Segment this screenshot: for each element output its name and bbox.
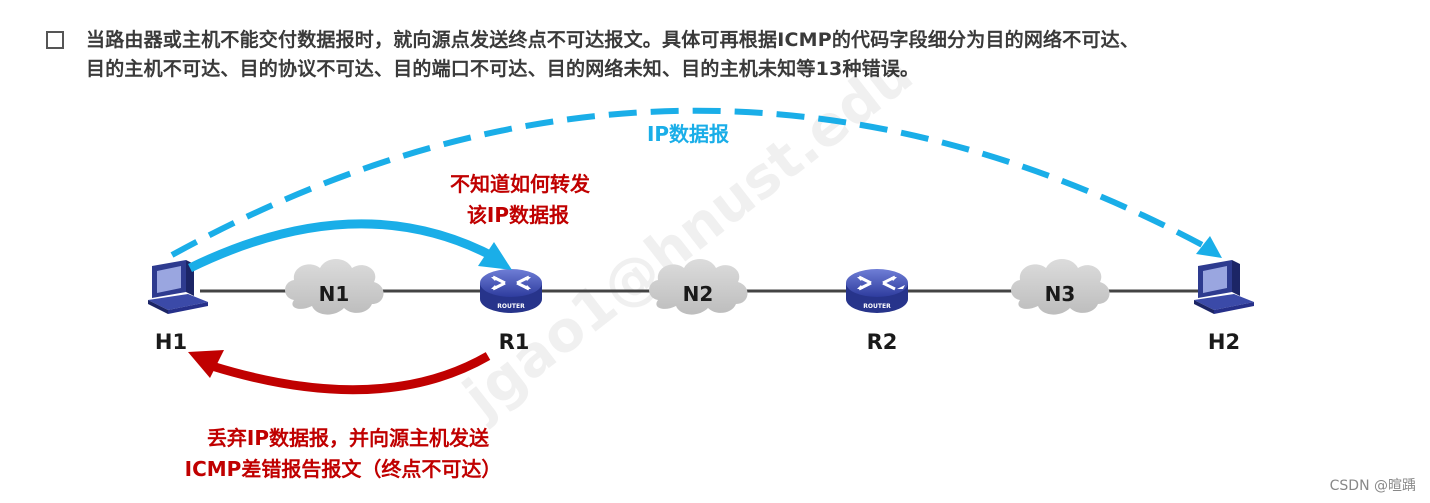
credit-text: CSDN @暄踽: [1329, 478, 1416, 494]
unknown-forward-label-line1: 不知道如何转发: [450, 172, 591, 196]
description-line-1: 当路由器或主机不能交付数据报时，就向源点发送终点不可达报文。具体可再根据ICMP…: [86, 29, 1140, 51]
router-caption: ROUTER: [497, 303, 525, 310]
icmp-error-arrowhead-icon: [188, 350, 224, 378]
network-n1-label: N1: [319, 282, 350, 306]
host-h1-label: H1: [155, 330, 187, 354]
icmp-error-return-arrow: [210, 352, 491, 395]
network-n2-label: N2: [683, 282, 714, 306]
ip-datagram-label: IP数据报: [647, 122, 729, 146]
cloud-n2-icon: [649, 259, 748, 315]
bullet-checkbox-icon: [46, 31, 64, 49]
host-h2-label: H2: [1208, 330, 1240, 354]
cloud-n1-icon: [285, 259, 384, 315]
router-caption: ROUTER: [863, 303, 891, 310]
ip-datagram-dashed-arrow: [170, 107, 1210, 258]
description-line-2: 目的主机不可达、目的协议不可达、目的端口不可达、目的网络未知、目的主机未知等13…: [86, 58, 920, 80]
host-h2-computer-icon: [1194, 260, 1254, 314]
router-r1-icon: ROUTER: [480, 269, 542, 313]
router-r2-icon: ROUTER: [846, 269, 908, 313]
forward-arrowhead-icon: [478, 242, 512, 270]
host-h1-computer-icon: [148, 260, 208, 314]
network-n3-label: N3: [1045, 282, 1076, 306]
description-text: 当路由器或主机不能交付数据报时，就向源点发送终点不可达报文。具体可再根据ICMP…: [86, 26, 1416, 84]
bullet-row: 当路由器或主机不能交付数据报时，就向源点发送终点不可达报文。具体可再根据ICMP…: [46, 26, 1416, 84]
discard-label-line2: ICMP差错报告报文（终点不可达）: [185, 457, 502, 481]
router-r2-label: R2: [867, 330, 898, 354]
ip-datagram-arrowhead-icon: [1196, 236, 1222, 258]
cloud-n3-icon: [1011, 259, 1110, 315]
forward-arrow: [188, 219, 499, 273]
discard-label-line1: 丢弃IP数据报，并向源主机发送: [207, 426, 490, 450]
unknown-forward-label-line2: 该IP数据报: [467, 203, 569, 227]
watermark-text: jgao1@hnust.edu: [451, 41, 926, 432]
router-r1-label: R1: [499, 330, 530, 354]
